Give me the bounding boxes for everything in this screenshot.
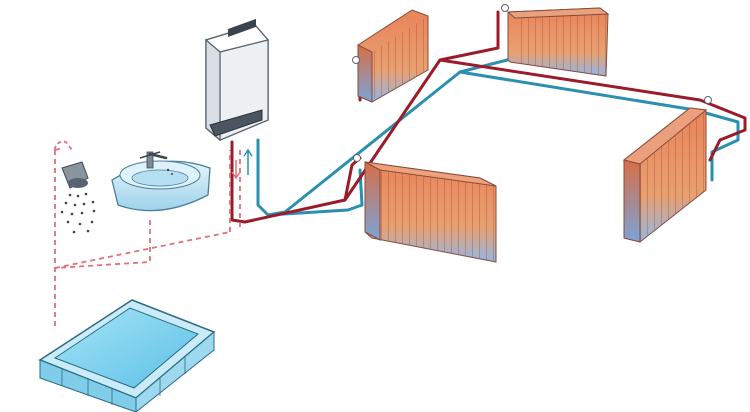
bathtub — [38, 299, 216, 412]
radiator-right — [622, 96, 712, 243]
radiator-back-middle — [501, 4, 610, 77]
water-drops — [60, 192, 96, 234]
boiler — [204, 18, 270, 180]
radiator-back-left — [352, 9, 429, 103]
washbasin — [111, 151, 211, 212]
hot-water-dashed-lines — [54, 147, 241, 330]
radiator-front-center — [353, 154, 497, 263]
shower-head — [54, 140, 96, 234]
